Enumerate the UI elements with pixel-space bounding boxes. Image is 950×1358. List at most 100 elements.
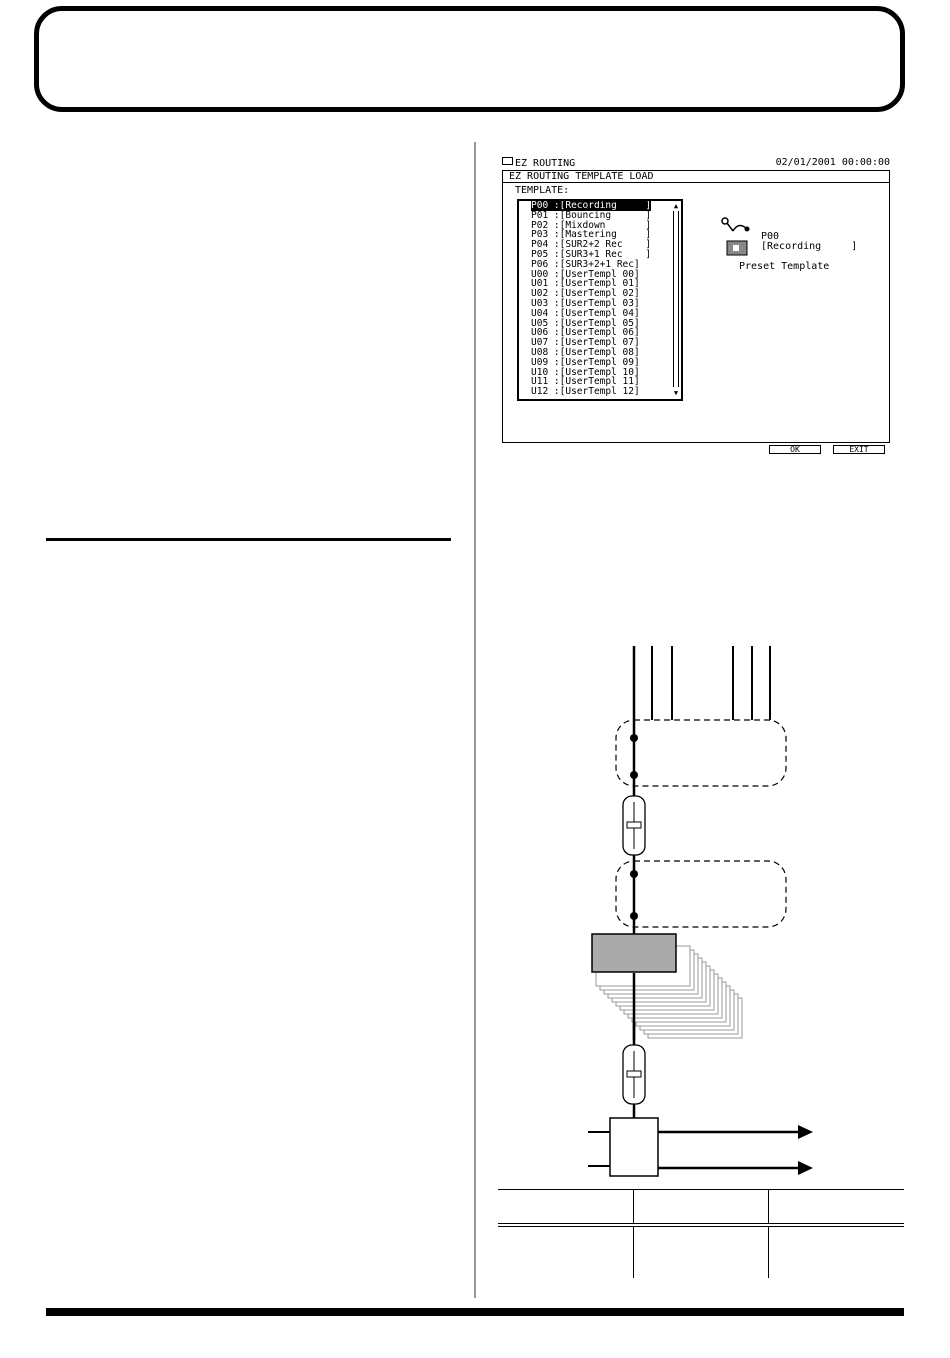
template-list-item[interactable]: U02 :[UserTempl 02] xyxy=(519,289,681,299)
separator: : xyxy=(548,278,560,290)
template-code: U01 xyxy=(531,278,549,290)
template-name: [UserTempl 10] xyxy=(559,366,640,378)
scrollbar-track[interactable] xyxy=(673,211,679,387)
junction-dot xyxy=(630,771,638,779)
separator: : xyxy=(548,356,560,368)
section-heading-rule xyxy=(46,538,451,541)
column-divider xyxy=(474,142,476,1298)
separator: : xyxy=(548,219,560,231)
separator: : xyxy=(548,317,560,329)
template-list-item[interactable]: U06 :[UserTempl 06] xyxy=(519,328,681,338)
master-fader xyxy=(622,1044,646,1105)
separator: : xyxy=(548,386,560,398)
template-code: U06 xyxy=(531,327,549,339)
template-name: [Recording ] xyxy=(559,200,652,211)
template-preview: P00 [Recording ] Preset Template xyxy=(719,215,879,275)
template-list-item[interactable]: U11 :[UserTempl 11] xyxy=(519,377,681,387)
template-list-item[interactable]: U07 :[UserTempl 07] xyxy=(519,338,681,348)
template-name: [SUR2+2 Rec ] xyxy=(559,239,652,251)
table-row xyxy=(498,1224,904,1278)
effect-block xyxy=(591,933,677,973)
separator: : xyxy=(548,297,560,309)
separator: : xyxy=(548,209,560,221)
template-code: P00 xyxy=(531,200,549,211)
channel-fader xyxy=(622,795,646,856)
template-list-item[interactable]: U03 :[UserTempl 03] xyxy=(519,299,681,309)
selection-highlight: P00 :[Recording ] xyxy=(531,200,652,211)
template-name: [SUR3+2+1 Rec] xyxy=(559,258,640,270)
separator: : xyxy=(548,268,560,280)
template-list-item[interactable]: U08 :[UserTempl 08] xyxy=(519,348,681,358)
template-code: P03 xyxy=(531,229,549,241)
table-cell xyxy=(768,1225,904,1278)
template-list[interactable]: P00 :[Recording ]P01 :[Bouncing ]P02 :[M… xyxy=(517,199,683,401)
template-list-item[interactable]: U01 :[UserTempl 01] xyxy=(519,279,681,289)
template-name: [UserTempl 03] xyxy=(559,297,640,309)
lcd-top-bar: EZ ROUTING 02/01/2001 00:00:00 xyxy=(502,157,890,169)
template-name: [Mastering ] xyxy=(559,229,652,241)
separator: : xyxy=(548,229,560,241)
template-code: U05 xyxy=(531,317,549,329)
template-name: [UserTempl 05] xyxy=(559,317,640,329)
lcd-app-title: EZ ROUTING xyxy=(515,158,576,169)
scroll-up-arrow-icon[interactable]: ▲ xyxy=(673,202,679,210)
template-code: P06 xyxy=(531,258,549,270)
template-list-item[interactable]: U12 :[UserTempl 12] xyxy=(519,387,681,397)
template-code: U08 xyxy=(531,346,549,358)
template-name: [UserTempl 01] xyxy=(559,278,640,290)
template-name: [UserTempl 06] xyxy=(559,327,640,339)
table-header-row xyxy=(498,1189,904,1227)
template-list-item[interactable]: U05 :[UserTempl 05] xyxy=(519,317,681,329)
template-list-item[interactable]: U04 :[UserTempl 04] xyxy=(519,307,681,319)
ok-button[interactable]: OK xyxy=(769,445,821,454)
info-table xyxy=(498,1189,904,1278)
template-name: [UserTempl 09] xyxy=(559,356,640,368)
template-list-item[interactable]: P05 :[SUR3+1 Rec ] xyxy=(519,250,681,260)
template-list-item[interactable]: U00 :[UserTempl 00] xyxy=(519,268,681,280)
separator: : xyxy=(548,248,560,260)
template-code: U04 xyxy=(531,307,549,319)
template-name: [UserTempl 02] xyxy=(559,288,640,300)
separator: : xyxy=(548,307,560,319)
separator: : xyxy=(548,327,560,339)
input-select-group xyxy=(615,719,787,787)
template-code: U12 xyxy=(531,386,549,398)
junction-dot xyxy=(630,734,638,742)
template-list-item[interactable]: U09 :[UserTempl 09] xyxy=(519,356,681,368)
junction-dot xyxy=(630,870,638,878)
arrow-right-icon xyxy=(798,1125,813,1139)
junction-dot xyxy=(630,912,638,920)
template-name: [Mixdown ] xyxy=(559,219,652,231)
scroll-down-arrow-icon[interactable]: ▼ xyxy=(673,389,679,397)
template-code: U02 xyxy=(531,288,549,300)
exit-button[interactable]: EXIT xyxy=(833,445,885,454)
template-list-item[interactable]: P06 :[SUR3+2+1 Rec] xyxy=(519,258,681,270)
table-cell xyxy=(498,1224,634,1278)
table-header-cell xyxy=(768,1189,904,1227)
list-scrollbar[interactable]: ▲ ▼ xyxy=(673,203,679,397)
template-code: P05 xyxy=(531,248,549,260)
template-list-item[interactable]: U10 :[UserTempl 10] xyxy=(519,366,681,378)
separator: : xyxy=(548,239,560,251)
template-name: [SUR3+1 Rec ] xyxy=(559,248,652,260)
template-list-item[interactable]: P03 :[Mastering ] xyxy=(519,230,681,240)
template-list-item[interactable]: P02 :[Mixdown ] xyxy=(519,219,681,231)
template-code: P02 xyxy=(531,219,549,231)
template-code: U00 xyxy=(531,268,549,280)
template-list-item[interactable]: P01 :[Bouncing ] xyxy=(519,209,681,221)
screen-icon xyxy=(502,157,513,165)
template-list-item[interactable]: P00 :[Recording ] xyxy=(519,201,681,211)
template-list-item[interactable]: P04 :[SUR2+2 Rec ] xyxy=(519,240,681,250)
template-name: [UserTempl 08] xyxy=(559,346,640,358)
separator: : xyxy=(548,376,560,388)
arrow-right-icon xyxy=(798,1161,813,1175)
template-code: P04 xyxy=(531,239,549,251)
lcd-screen-title: EZ ROUTING TEMPLATE LOAD xyxy=(503,171,889,183)
separator: : xyxy=(548,258,560,270)
lcd-screen: EZ ROUTING TEMPLATE LOAD TEMPLATE: P00 :… xyxy=(502,170,890,443)
separator: : xyxy=(548,337,560,349)
preview-template-name: [Recording ] xyxy=(761,241,858,252)
template-code: P01 xyxy=(531,209,549,221)
template-name: [UserTempl 11] xyxy=(559,376,640,388)
template-name: [UserTempl 12] xyxy=(559,386,640,398)
